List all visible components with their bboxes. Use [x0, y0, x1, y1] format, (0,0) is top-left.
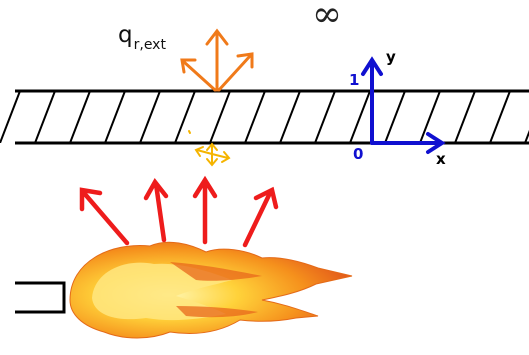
y-axis-label: y — [386, 48, 396, 66]
hatch-line — [384, 91, 406, 143]
hatch-line — [0, 91, 21, 143]
hatch-line — [524, 129, 529, 143]
hatch-line — [489, 91, 511, 143]
hatch-line — [419, 91, 441, 143]
flame-arrow-2 — [143, 177, 169, 243]
flame-arrow-1 — [79, 187, 130, 246]
arrow-up — [205, 28, 229, 92]
flame-arrow-4 — [242, 186, 279, 248]
small-arrow-left — [194, 146, 213, 157]
hatch-line — [174, 91, 196, 143]
hatch-line — [244, 91, 266, 143]
small-dot — [188, 130, 191, 134]
q-subscript: r,ext — [133, 37, 166, 53]
plate-hatching — [0, 91, 529, 143]
internal-radiation-arrows — [188, 130, 231, 167]
x-axis — [370, 132, 446, 154]
x-axis-label: x — [436, 150, 446, 168]
hatch-line — [34, 91, 56, 143]
infinity-symbol: ∞ — [312, 0, 342, 35]
coordinate-axes — [361, 56, 446, 154]
flame-arrow-3 — [192, 175, 218, 245]
plate — [0, 89, 529, 145]
q-symbol: q — [118, 22, 133, 48]
flame-heat-arrows — [79, 175, 279, 248]
small-arrow-right — [211, 151, 231, 163]
burner-nozzle-icon — [15, 281, 66, 314]
arrow-up-right — [217, 52, 254, 92]
hatch-line — [104, 91, 126, 143]
y-axis — [361, 56, 383, 145]
hatch-line — [139, 91, 161, 143]
hatch-line — [279, 91, 301, 143]
small-arrow-down — [206, 149, 218, 167]
hatch-line — [314, 91, 336, 143]
hatch-line — [349, 91, 371, 143]
fire-icon — [69, 241, 353, 339]
hatch-line — [454, 91, 476, 143]
external-radiation-arrows — [180, 28, 254, 92]
hatch-line — [69, 91, 91, 143]
external-radiative-flux-label: qr,ext — [118, 22, 166, 53]
arrow-up-left — [180, 58, 217, 92]
y-tick-one: 1 — [349, 71, 360, 89]
origin-tick-zero: 0 — [353, 145, 364, 163]
hatch-line — [209, 91, 231, 143]
